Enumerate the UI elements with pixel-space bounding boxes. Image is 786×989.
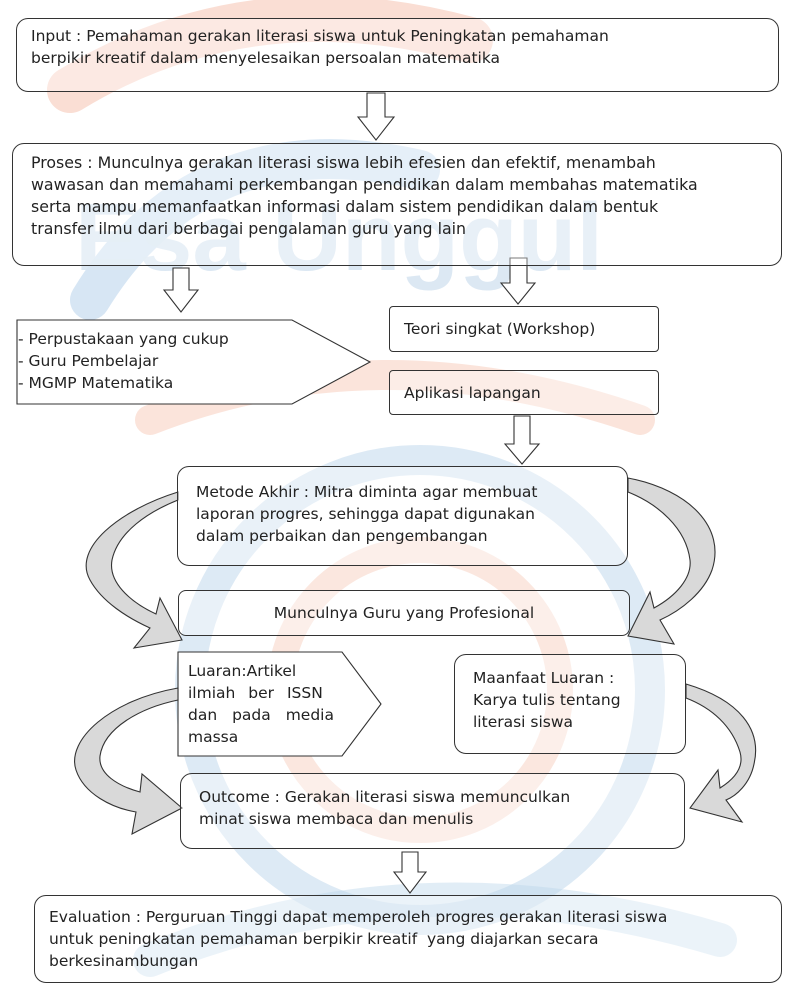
proses-line: serta mampu memanfaatkan informasi dalam… [31, 197, 659, 216]
evaluation-line: berkesinambungan [49, 952, 199, 970]
evaluation-line: Evaluation : Perguruan Tinggi dapat memp… [49, 908, 668, 926]
outcome-line: minat siswa membaca dan menulis [199, 810, 474, 828]
down-arrow-icon [162, 267, 200, 313]
manfaat-line: Maanfaat Luaran : [473, 669, 615, 687]
metode-box: Metode Akhir : Mitra diminta agar membua… [177, 466, 628, 566]
guru-label: Munculnya Guru yang Profesional [273, 604, 535, 622]
proses-line: Proses : Munculnya gerakan literasi sisw… [31, 153, 656, 172]
metode-line: Metode Akhir : Mitra diminta agar membua… [196, 483, 538, 501]
evaluation-box: Evaluation : Perguruan Tinggi dapat memp… [34, 895, 782, 983]
evaluation-line: untuk peningkatan pemahaman berpikir kre… [49, 930, 599, 948]
down-arrow-icon [392, 851, 428, 894]
luaran-pentagon [177, 651, 382, 757]
resource-item: - Guru Pembelajar [18, 352, 159, 370]
manfaat-box: Maanfaat Luaran : Karya tulis tentang li… [454, 654, 686, 754]
curved-arrow-left-bottom [74, 687, 183, 836]
aplikasi-box: Aplikasi lapangan [389, 370, 659, 415]
manfaat-line: literasi siswa [473, 713, 574, 731]
down-arrow-icon [499, 257, 537, 305]
input-line: berpikir kreatif dalam menyelesaikan per… [31, 49, 501, 67]
resources-text: - Perpustakaan yang cukup - Guru Pembela… [18, 328, 229, 394]
outcome-line: Outcome : Gerakan literasi siswa memuncu… [199, 788, 571, 806]
luaran-line: massa [188, 728, 239, 746]
luaran-text: Luaran:Artikel ilmiah ber ISSN dan pada … [188, 660, 338, 748]
resources-pentagon [16, 319, 372, 405]
luaran-line: Luaran:Artikel [188, 662, 297, 680]
metode-line: laporan progres, sehingga dapat digunaka… [196, 505, 535, 523]
metode-line: dalam perbaikan dan pengembangan [196, 527, 488, 545]
curved-arrow-right-bottom [685, 683, 757, 823]
teori-box: Teori singkat (Workshop) [389, 306, 659, 352]
down-arrow-icon [356, 92, 396, 141]
guru-box: Munculnya Guru yang Profesional [178, 590, 630, 636]
luaran-line: ilmiah ber ISSN [188, 684, 323, 702]
resource-item: - MGMP Matematika [18, 374, 174, 392]
luaran-line: dan pada media [188, 706, 334, 724]
aplikasi-label: Aplikasi lapangan [404, 383, 541, 402]
input-box: Input : Pemahaman gerakan literasi siswa… [16, 18, 779, 92]
proses-box: Proses : Munculnya gerakan literasi sisw… [12, 143, 782, 266]
outcome-box: Outcome : Gerakan literasi siswa memuncu… [180, 773, 685, 849]
manfaat-line: Karya tulis tentang [473, 691, 621, 709]
proses-line: transfer ilmu dari berbagai pengalaman g… [31, 219, 467, 238]
curved-arrow-right-top [627, 477, 716, 645]
down-arrow-icon [503, 415, 541, 465]
input-line: Input : Pemahaman gerakan literasi siswa… [31, 27, 609, 45]
teori-label: Teori singkat (Workshop) [404, 320, 596, 338]
proses-line: wawasan dan memahami perkembangan pendid… [31, 175, 698, 194]
curved-arrow-left-top [85, 491, 183, 649]
resource-item: - Perpustakaan yang cukup [18, 330, 229, 348]
